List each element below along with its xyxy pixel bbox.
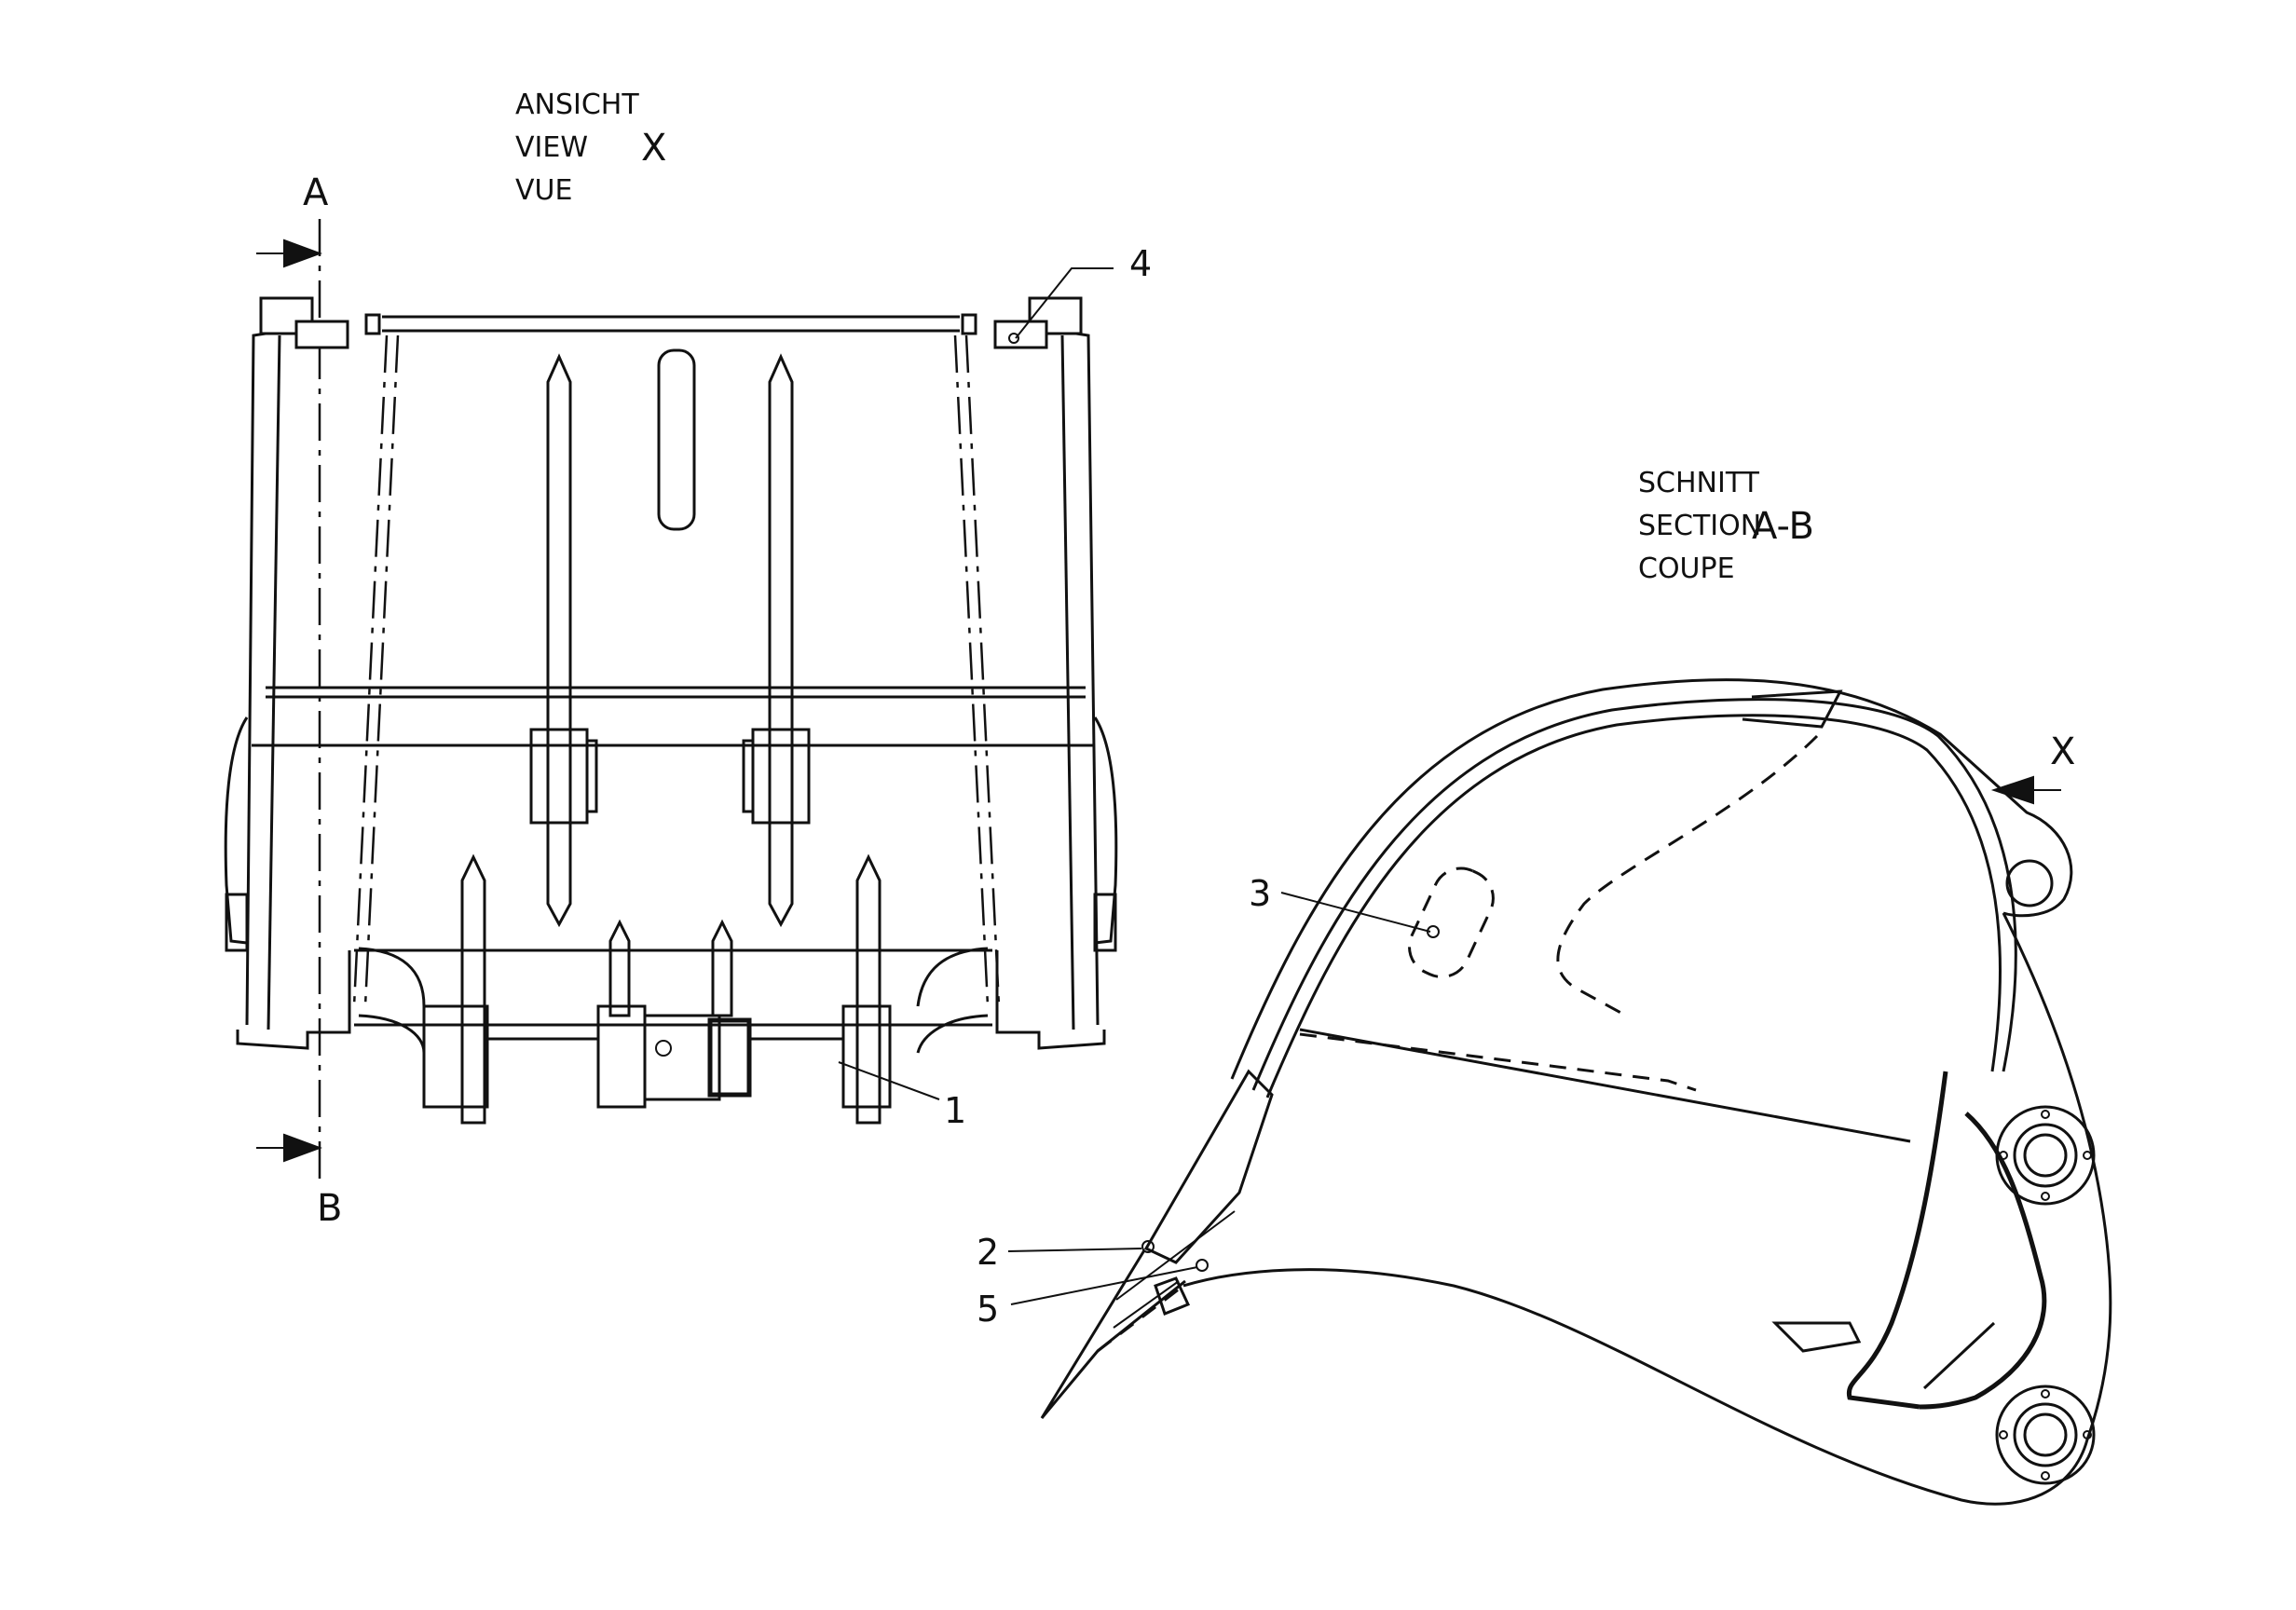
- section-a-b-label: SCHNITT SECTION COUPE A-B: [1638, 467, 1814, 585]
- callout-5: 5: [977, 1266, 1198, 1330]
- front-view-bucket: [224, 296, 1118, 1125]
- callout-1-label: 1: [944, 1090, 966, 1131]
- view-arrow-x-label: X: [2050, 730, 2075, 773]
- view-label-vue: VUE: [515, 174, 572, 207]
- callout-3: 3: [1249, 873, 1431, 933]
- section-label-letters: A-B: [1752, 505, 1814, 548]
- callout-4: 4: [1015, 243, 1152, 339]
- view-label-ansicht: ANSICHT: [515, 89, 639, 121]
- view-label-view: VIEW: [515, 131, 588, 164]
- view-label-letter: X: [641, 127, 666, 170]
- view-x-label: ANSICHT VIEW VUE X: [515, 89, 666, 207]
- arrow-b-icon: [283, 1133, 322, 1163]
- callout-2-label: 2: [977, 1232, 999, 1273]
- cut-mark-b: B: [317, 1187, 342, 1230]
- section-label-section: SECTION: [1638, 510, 1761, 542]
- callout-3-label: 3: [1249, 873, 1271, 914]
- callout-1: 1: [838, 1061, 966, 1131]
- view-arrow-x: X: [1990, 730, 2075, 805]
- callout-2: 2: [977, 1232, 1142, 1273]
- cut-mark-a: A: [303, 171, 329, 214]
- callout-5-label: 5: [977, 1289, 999, 1330]
- section-view-bucket: [1040, 678, 2112, 1506]
- section-label-coupe: COUPE: [1638, 553, 1735, 585]
- arrow-a-icon: [283, 239, 322, 268]
- section-line-a-b: A B: [256, 171, 342, 1230]
- callout-4-label: 4: [1129, 243, 1152, 284]
- section-label-schnitt: SCHNITT: [1638, 467, 1760, 499]
